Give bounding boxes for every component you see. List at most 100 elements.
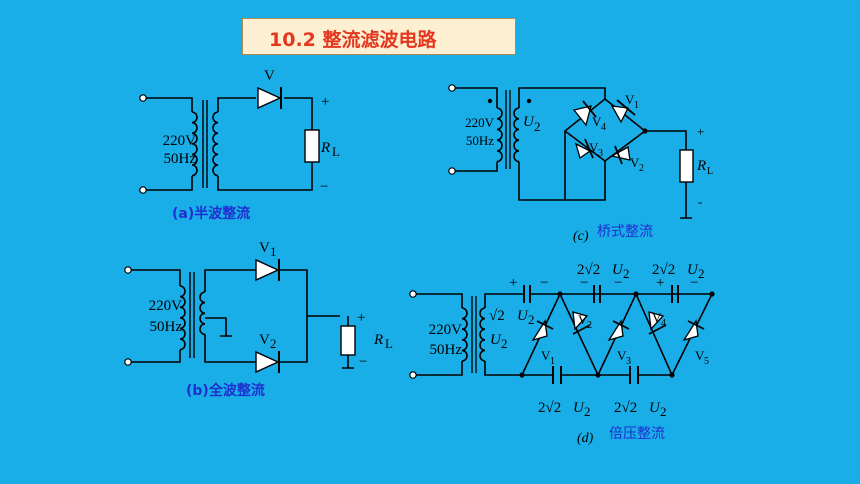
- capacitors-top-d: [523, 285, 679, 303]
- cap-voltage-sub-4-d: 2: [660, 404, 667, 419]
- v4-label-c: V: [592, 114, 602, 129]
- v1-sub-d: 1: [550, 356, 555, 367]
- diode-v2-b: [255, 350, 280, 374]
- diode-label-a: V: [264, 68, 275, 84]
- v3-label-d: V: [617, 348, 627, 363]
- plus-b: +: [357, 310, 365, 326]
- diode-chain-d: [521, 292, 713, 377]
- minus-a: −: [320, 179, 328, 195]
- source-freq-a: 50Hz: [164, 151, 197, 167]
- cap-voltage-sub-1-d: 2: [623, 266, 630, 281]
- diode1-label-b: V: [259, 240, 270, 256]
- source-freq-c: 50Hz: [466, 133, 494, 148]
- caption-a: (a)半波整流: [172, 205, 250, 222]
- v3-sub-d: 3: [626, 356, 631, 367]
- load-label-a: R: [320, 140, 330, 156]
- cap-voltage-label-4-d: U: [649, 400, 661, 416]
- secondary-coef-d: √2: [489, 308, 505, 324]
- secondary-sub-c: 2: [534, 119, 541, 134]
- diode-v1-c: [610, 99, 636, 124]
- cap-voltage-coef-1-d: 2√2: [577, 262, 600, 278]
- primary-wire-d: [416, 293, 463, 376]
- cap-voltage-label-1-d: U: [612, 262, 624, 278]
- primary-coil-b: [179, 285, 186, 351]
- terminal-b-top: [124, 266, 132, 274]
- secondary-wire-b: [204, 269, 340, 363]
- primary-coil-c: [496, 107, 503, 163]
- caption-b: (b)全波整流: [186, 382, 265, 399]
- minus-c: -: [698, 194, 702, 209]
- v5-sub-d: 5: [704, 356, 709, 367]
- v1-sub-c: 1: [634, 100, 639, 111]
- diode-v-a: [257, 86, 282, 110]
- load-label-b: R: [373, 332, 383, 348]
- diode1-sub-b: 1: [270, 244, 277, 259]
- v4-sub-c: 4: [601, 122, 606, 133]
- caption-letter-d: (d): [577, 431, 594, 446]
- cap-voltage-sub-3-d: 2: [584, 404, 591, 419]
- load-resistor-c: [679, 149, 694, 183]
- load-wire-b: [342, 316, 354, 369]
- cap-voltage-label-2-d: U: [687, 262, 699, 278]
- cap-voltage-coef-2-d: 2√2: [652, 262, 675, 278]
- load-sub-c: L: [707, 166, 713, 177]
- diode-v4-c: [572, 100, 597, 127]
- minus-d-3: −: [614, 275, 622, 291]
- diode-v1-b: [255, 258, 280, 282]
- v3-label-c: V: [589, 140, 599, 155]
- terminal-d-top: [409, 290, 417, 298]
- load-sub-b: L: [385, 336, 393, 351]
- v4-label-d: V: [652, 310, 662, 325]
- minus-d-1: −: [540, 275, 548, 291]
- v1-label-c: V: [625, 92, 635, 107]
- secondary-sub-d: 2: [528, 312, 535, 327]
- cap-voltage-label-3-d: U: [573, 400, 585, 416]
- minus-d-4: −: [690, 275, 698, 291]
- secondary-label-c: U: [523, 114, 535, 130]
- primary-wire-b: [131, 269, 181, 363]
- primary-wire-a: [146, 97, 193, 191]
- diode2-label-b: V: [259, 332, 270, 348]
- source-voltage-d: 220V: [429, 322, 463, 338]
- diode-v4-d: [648, 311, 665, 331]
- circuit-b-full-wave: 220V 50Hz V 1 V 2 R L + − (b)全波整流: [124, 240, 393, 399]
- circuit-d-multiplier: 220V 50Hz √2 U 2 U 2 2√2 U 2 2√2 U 2 2√2…: [409, 262, 715, 446]
- minus-b: −: [359, 354, 367, 370]
- diode-v1-d: [531, 319, 548, 342]
- caption-letter-c: (c): [573, 229, 589, 244]
- plus-d-2: +: [656, 275, 664, 291]
- primary-coil-d: [461, 307, 468, 362]
- load-label-c: R: [696, 158, 706, 174]
- circuit-a-half-wave: 220V 50Hz V R L + − (a)半波整流: [139, 68, 340, 222]
- secondary-sub2-d: 2: [501, 336, 508, 351]
- primary-wire-c: [455, 87, 498, 172]
- terminal-d-bottom: [409, 371, 417, 379]
- terminal-b-bottom: [124, 358, 132, 366]
- primary-coil-a: [191, 111, 198, 177]
- v5-label-d: V: [695, 348, 705, 363]
- diode2-sub-b: 2: [270, 336, 277, 351]
- secondary-coil-d: [479, 307, 486, 362]
- load-resistor-a: [304, 129, 320, 163]
- source-voltage-b: 220V: [149, 298, 183, 314]
- v2-label-d: V: [578, 312, 588, 327]
- diode-v3-d: [607, 319, 624, 342]
- terminal-c-top: [448, 84, 456, 92]
- diode-v2-c: [610, 145, 631, 165]
- capacitors-bottom-d: [552, 366, 639, 384]
- v2-label-c: V: [630, 155, 640, 170]
- circuit-c-bridge: 220V 50Hz U 2 V 1 V 4 V 3 V 2 R L + - (c…: [448, 84, 713, 244]
- plus-c: +: [697, 124, 704, 139]
- plus-a: +: [321, 94, 329, 110]
- v1-label-d: V: [541, 348, 551, 363]
- dot-primary-c: [487, 98, 493, 104]
- secondary-coil-a: [212, 111, 219, 177]
- load-resistor-b: [340, 325, 356, 356]
- secondary-coil-c: [513, 107, 520, 163]
- cap-voltage-sub-2-d: 2: [698, 266, 705, 281]
- secondary-label2-d: U: [490, 332, 502, 348]
- plus-d-1: +: [509, 275, 517, 291]
- load-sub-a: L: [332, 144, 340, 159]
- cap-voltage-coef-3-d: 2√2: [538, 400, 561, 416]
- diode-v5-d: [682, 319, 699, 342]
